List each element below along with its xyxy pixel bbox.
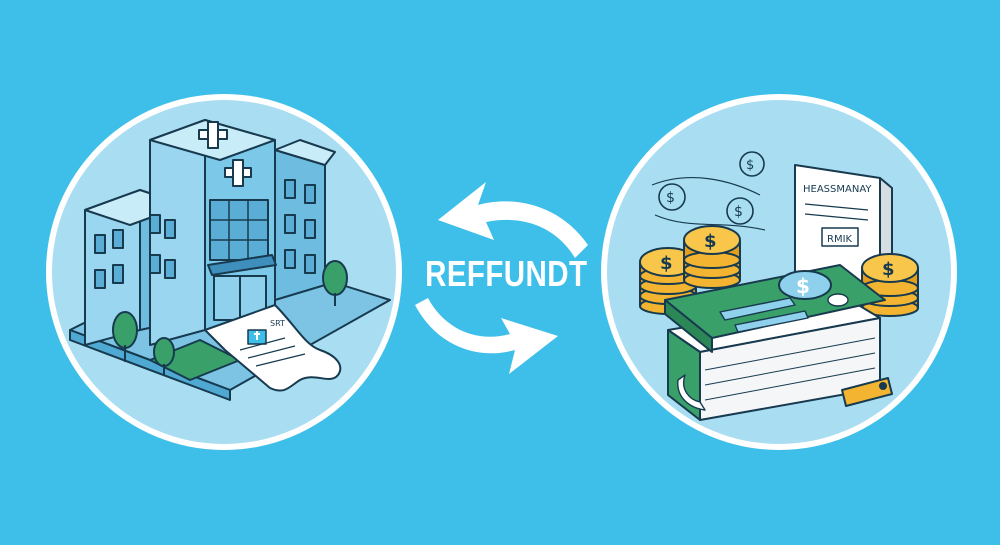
svg-text:$: $: [734, 204, 743, 220]
document-header: HEASSMANAY: [803, 184, 872, 195]
svg-text:$: $: [666, 190, 675, 206]
ledger-book-icon: $: [664, 264, 886, 421]
svg-text:$: $: [660, 253, 673, 274]
svg-text:$: $: [704, 231, 717, 252]
receipt-icon: SRT: [204, 304, 342, 392]
key-icon: [841, 377, 893, 407]
hospital-icon: [69, 119, 391, 401]
floating-dollar-icons: $ $ $: [651, 151, 766, 231]
svg-text:$: $: [882, 259, 895, 280]
refund-arrows-icon: [415, 182, 588, 374]
refund-label: REFFUNDT: [425, 253, 588, 294]
finance-illustration: HEASSMANAY RMIK $ $ $ $: [639, 151, 919, 421]
svg-text:$: $: [796, 274, 810, 298]
document-tag: RMIK: [827, 234, 853, 245]
svg-text:$: $: [746, 158, 754, 173]
receipt-text: SRT: [270, 319, 285, 328]
